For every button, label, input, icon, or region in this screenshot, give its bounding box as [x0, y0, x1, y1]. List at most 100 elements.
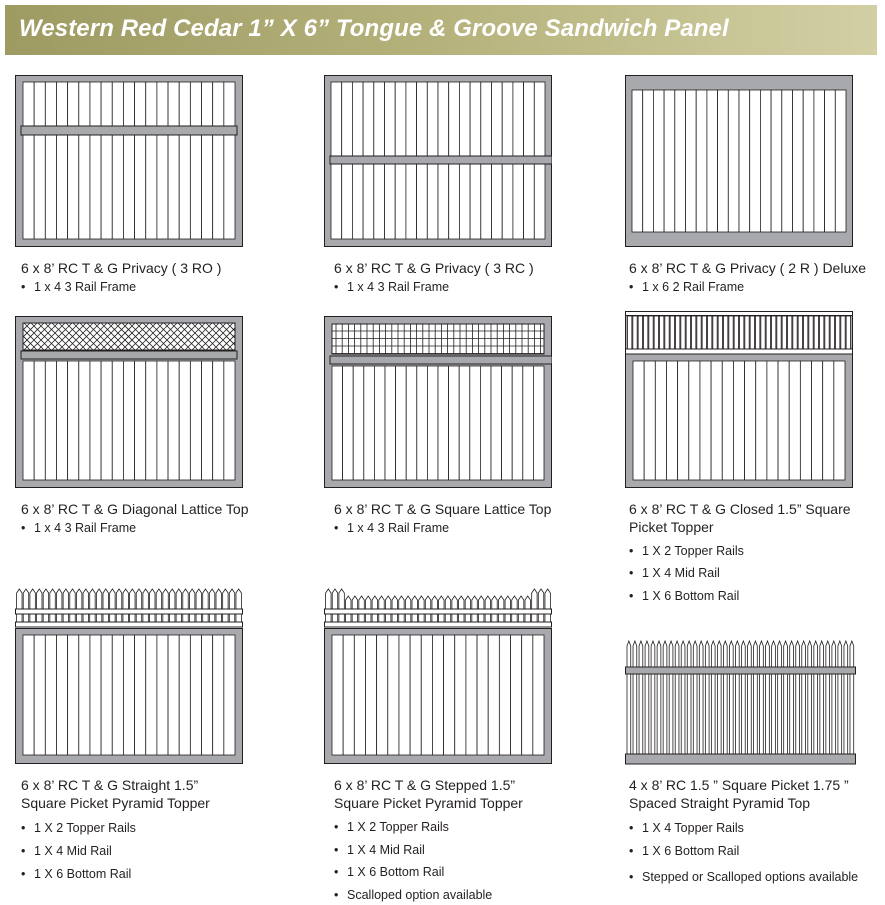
picket [169, 588, 176, 624]
spec-bullet: •Scalloped option available [334, 888, 493, 902]
picket [149, 588, 156, 624]
picket [109, 588, 116, 624]
board [721, 360, 734, 481]
bullet-icon: • [629, 821, 634, 835]
picket [824, 315, 830, 350]
board [663, 89, 676, 233]
board [822, 360, 835, 481]
picket [235, 588, 242, 624]
board [432, 634, 444, 756]
picket [680, 640, 686, 765]
lattice-slat [149, 323, 178, 350]
lattice-slat [205, 323, 234, 350]
board [342, 365, 354, 481]
picket [653, 315, 659, 350]
caption-title-line-2: Picket Topper [629, 519, 714, 535]
picket [62, 588, 69, 624]
mid-rail [329, 155, 552, 165]
lattice-slat [23, 335, 38, 350]
caption-title-line-2: Square Picket Pyramid Topper [334, 795, 523, 811]
board [145, 634, 158, 756]
picket [632, 315, 638, 350]
lattice-slat [121, 323, 150, 350]
lattice-slat [58, 323, 87, 350]
board [384, 365, 397, 481]
picket [686, 640, 692, 765]
board [56, 360, 69, 481]
board [212, 81, 225, 240]
board [331, 365, 344, 481]
picket [89, 588, 96, 624]
picket [644, 640, 650, 765]
lattice-slat [37, 323, 66, 350]
spec-bullet: •1 X 6 Bottom Rail [629, 589, 740, 603]
picket [129, 588, 136, 624]
topper-rail [15, 621, 243, 628]
board [78, 81, 91, 240]
picket [845, 315, 851, 350]
board [824, 89, 836, 233]
bullet-icon: • [629, 870, 634, 884]
board [178, 634, 191, 756]
picket [776, 315, 782, 350]
picket [808, 315, 814, 350]
board [632, 360, 645, 481]
panel-spaced-picket [625, 640, 858, 766]
board [699, 360, 712, 481]
picket [777, 640, 782, 765]
topper-rail [625, 348, 853, 355]
board [501, 365, 513, 481]
picket [674, 640, 680, 765]
board [469, 365, 481, 481]
board [167, 634, 180, 756]
lattice-slat [72, 323, 101, 350]
picket [849, 640, 855, 765]
bullet-icon: • [334, 843, 339, 857]
caption-title: 6 x 8’ RC T & G Closed 1.5” Square [629, 501, 851, 517]
picket [175, 588, 182, 624]
lattice-slat [93, 323, 122, 350]
picket [819, 640, 824, 765]
board [738, 89, 751, 233]
lattice-slat [114, 323, 143, 350]
board [416, 365, 428, 481]
spec-bullet: •1 x 4 3 Rail Frame [21, 521, 137, 535]
board [749, 89, 761, 233]
picket [741, 640, 746, 765]
board [167, 360, 180, 481]
board [522, 365, 534, 481]
picket [843, 640, 849, 765]
picket [701, 315, 707, 350]
picket [749, 315, 755, 350]
picket [537, 588, 545, 624]
picket [215, 588, 222, 624]
panel-3-rail-open [15, 75, 243, 247]
picket [707, 315, 713, 350]
board [777, 360, 790, 481]
board [223, 634, 236, 756]
lattice-slat [128, 323, 157, 350]
picket [781, 315, 787, 350]
board [111, 634, 124, 756]
board [100, 81, 113, 240]
lattice-slat [23, 342, 31, 350]
caption-title: 6 x 8’ RC T & G Privacy ( 3 RO ) [21, 260, 222, 276]
picket [712, 315, 718, 350]
panel-square-lattice-drawing [324, 316, 552, 488]
picket [650, 640, 656, 765]
bullet-icon: • [629, 589, 634, 603]
caption-title: 6 x 8’ RC T & G Diagonal Lattice Top [21, 501, 249, 517]
board [223, 81, 236, 240]
panel-diagonal-lattice-drawing [15, 316, 243, 488]
picket [744, 315, 750, 350]
board [44, 360, 57, 481]
picket [759, 640, 764, 765]
board [44, 81, 57, 240]
bullet-icon: • [334, 888, 339, 902]
picket [771, 640, 776, 765]
board [813, 89, 825, 233]
picket [835, 315, 841, 350]
board [134, 81, 147, 240]
spec-bullet: •Stepped or Scalloped options available [629, 870, 859, 884]
board [427, 365, 439, 481]
